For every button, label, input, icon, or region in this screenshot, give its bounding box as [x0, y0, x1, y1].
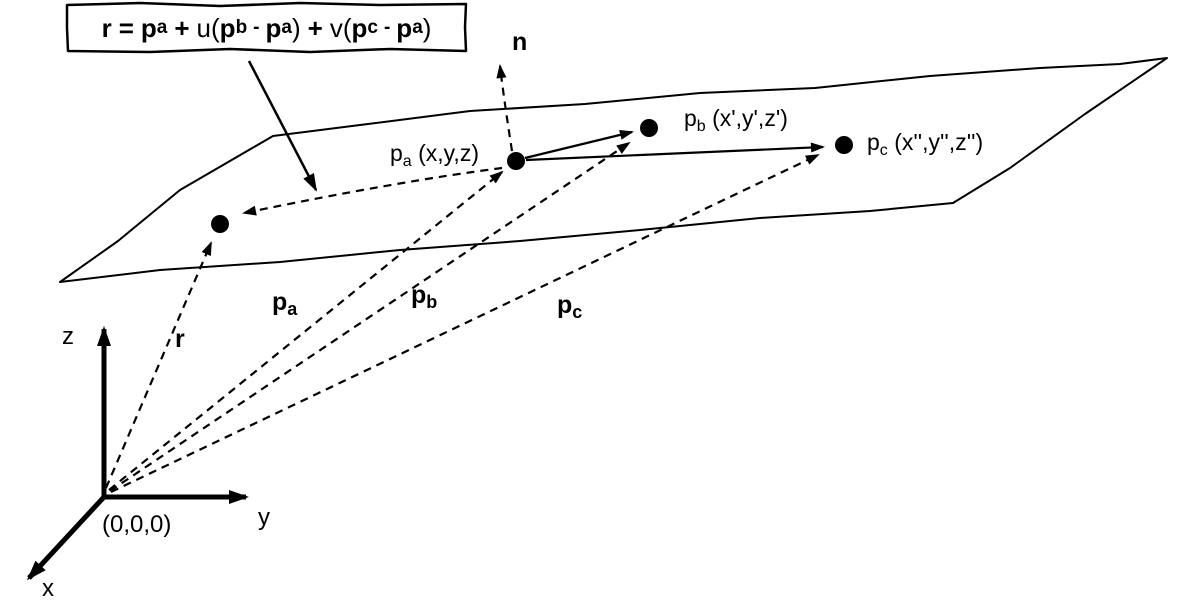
formula-r: r: [101, 12, 112, 43]
label-axis-x: x: [42, 575, 54, 602]
formula-pa: p: [140, 12, 157, 43]
normal-vector-dashed: [496, 64, 514, 152]
point-pa-dot: [507, 152, 525, 170]
label-pb-coords: pb (x',y',z'): [684, 105, 788, 135]
label-origin: (0,0,0): [102, 511, 172, 538]
label-axis-y: y: [258, 504, 270, 531]
formula-plus2: +: [307, 12, 323, 43]
origin-to-pc-dashed: [110, 154, 820, 493]
formula-box-border: [65, 1, 468, 54]
label-pa-coords: pa (x,y,z): [390, 140, 479, 170]
label-vector-r: r: [175, 325, 185, 353]
label-pc-coords: pc (x'',y'',z''): [867, 129, 984, 159]
formula-plus: +: [174, 12, 190, 43]
point-pc-dot: [835, 136, 853, 154]
point-r-dot: [211, 215, 229, 233]
formula-minus2: -: [383, 17, 391, 38]
formula-equals: =: [118, 12, 134, 43]
vector-pa-to-pc-arrow: [525, 142, 825, 162]
label-normal-n: n: [512, 28, 528, 56]
axis-x: [26, 495, 106, 581]
vector-pa-to-r-dashed: [242, 166, 503, 216]
origin-to-r-dashed: [104, 241, 213, 489]
plane-outline: [59, 57, 1168, 283]
point-pb-dot: [640, 119, 658, 137]
label-axis-z: z: [62, 323, 74, 350]
formula-v: v: [329, 12, 343, 43]
label-vector-pc: pc: [557, 291, 583, 322]
origin-to-pa-dashed: [108, 170, 504, 491]
label-vector-pa: pa: [272, 288, 298, 319]
vector-pa-to-pb-arrow: [524, 129, 634, 160]
label-vector-pb: pb: [411, 281, 438, 312]
formula-u: u: [196, 12, 211, 43]
formula-minus: -: [253, 17, 260, 38]
origin-to-pb-dashed: [109, 141, 631, 492]
callout-arrow: [247, 60, 318, 192]
